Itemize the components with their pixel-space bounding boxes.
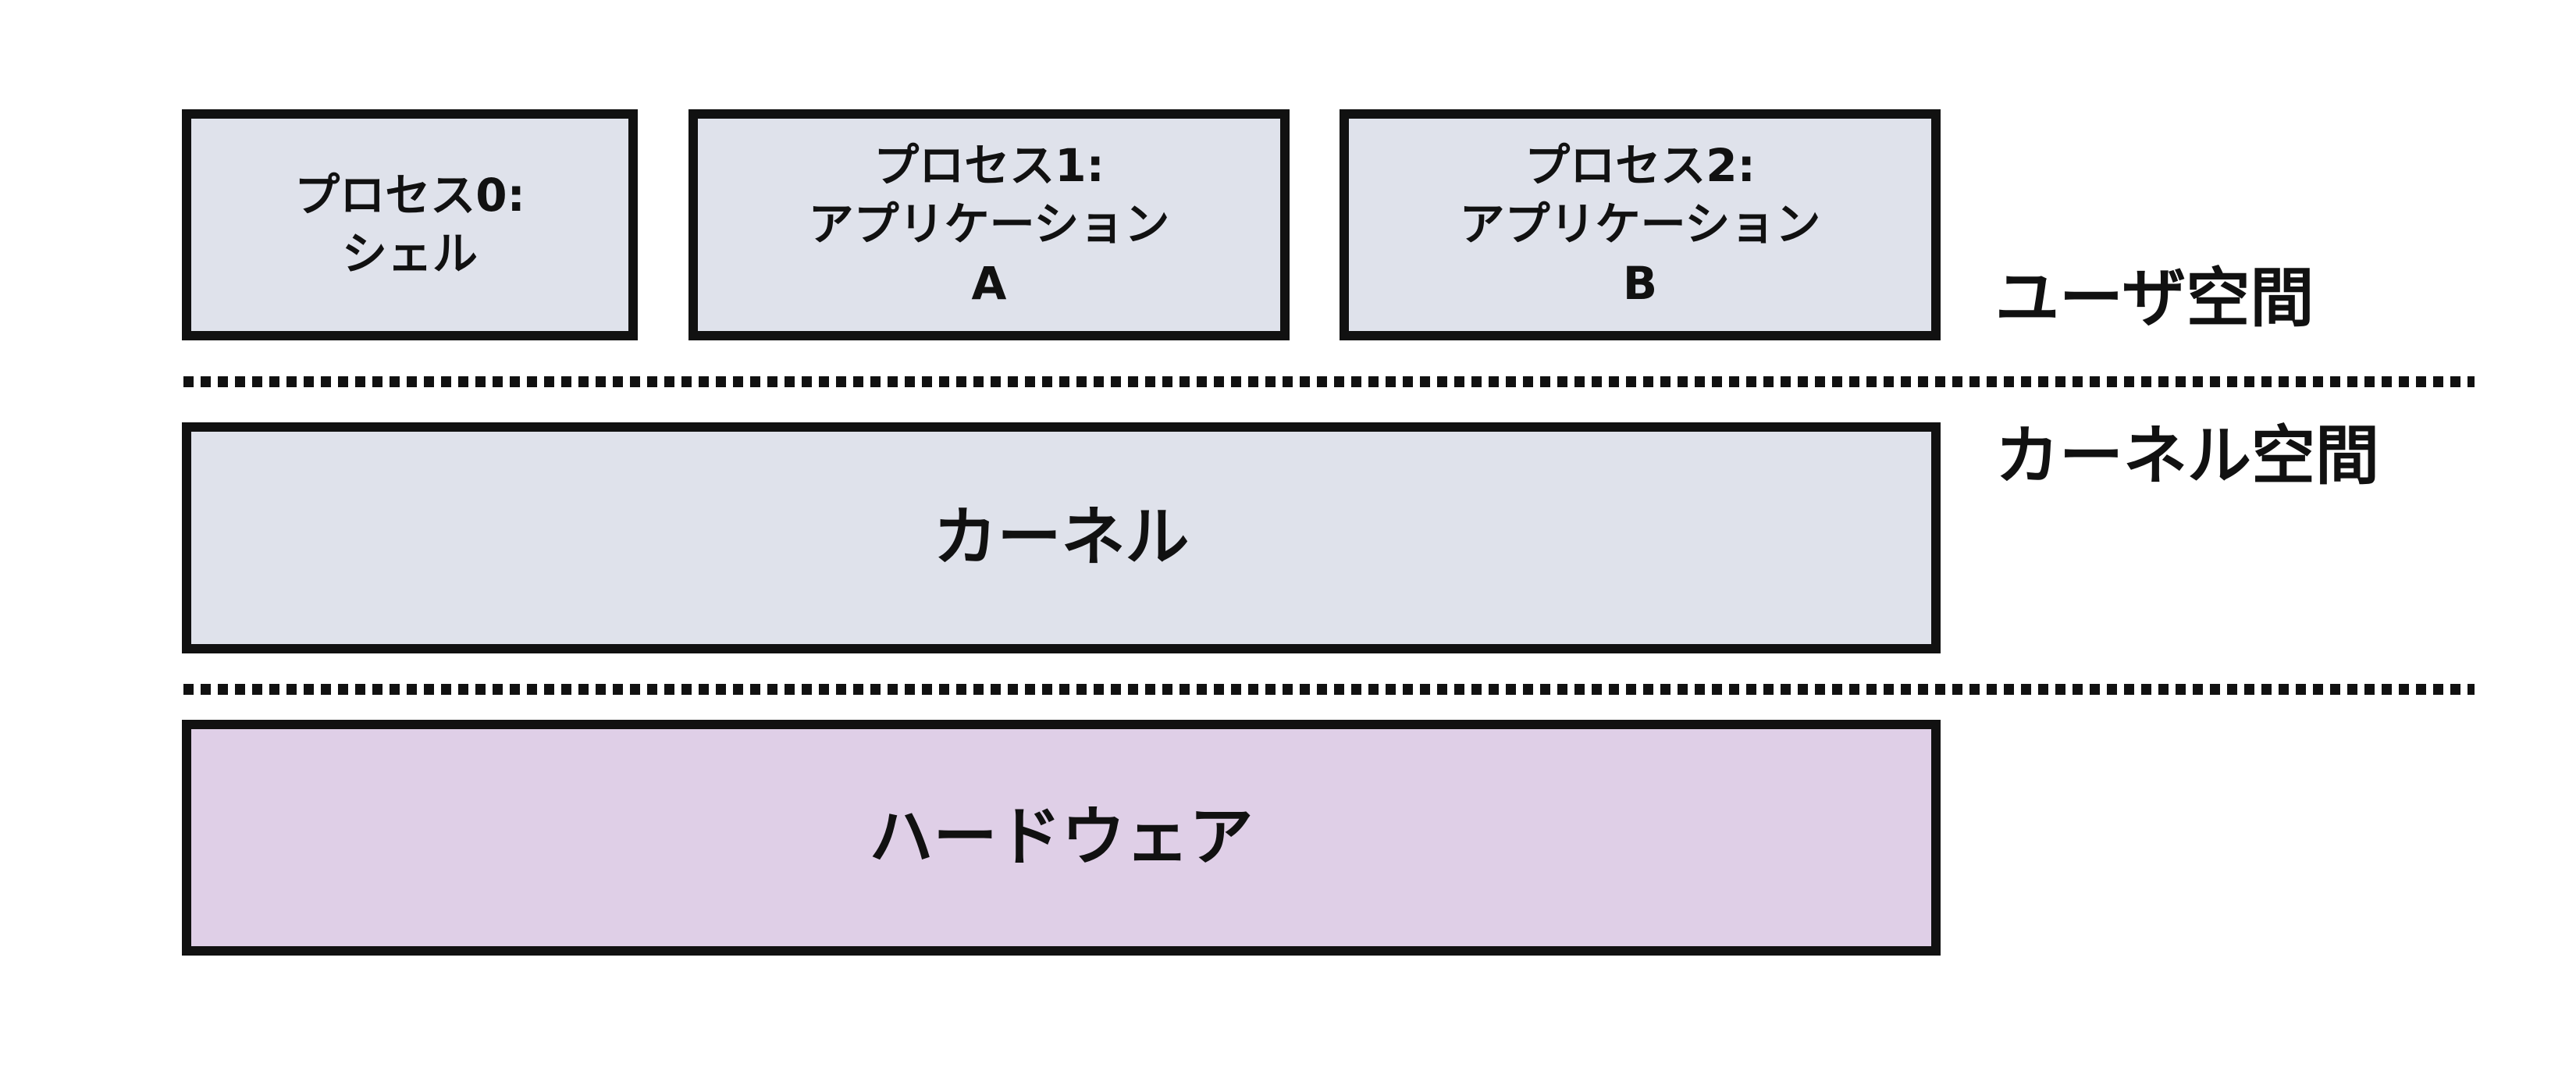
process-0-label: プロセス0: シェル (294, 168, 525, 280)
user-space-label: ユーザ空間 (1995, 262, 2314, 336)
hardware-label: ハードウェア (869, 799, 1254, 874)
process-0-box: プロセス0: シェル (182, 109, 638, 340)
process-1-box: プロセス1: アプリケーション A (688, 109, 1290, 340)
process-1-label: プロセス1: アプリケーション A (808, 138, 1170, 310)
hardware-box: ハードウェア (182, 720, 1941, 956)
user-kernel-divider (183, 376, 2475, 387)
process-2-label: プロセス2: アプリケーション B (1459, 138, 1821, 310)
kernel-space-label: カーネル空間 (1995, 419, 2380, 493)
kernel-box: カーネル (182, 422, 1941, 653)
process-2-box: プロセス2: アプリケーション B (1340, 109, 1941, 340)
kernel-label: カーネル (933, 500, 1190, 575)
kernel-hardware-divider (183, 684, 2475, 695)
